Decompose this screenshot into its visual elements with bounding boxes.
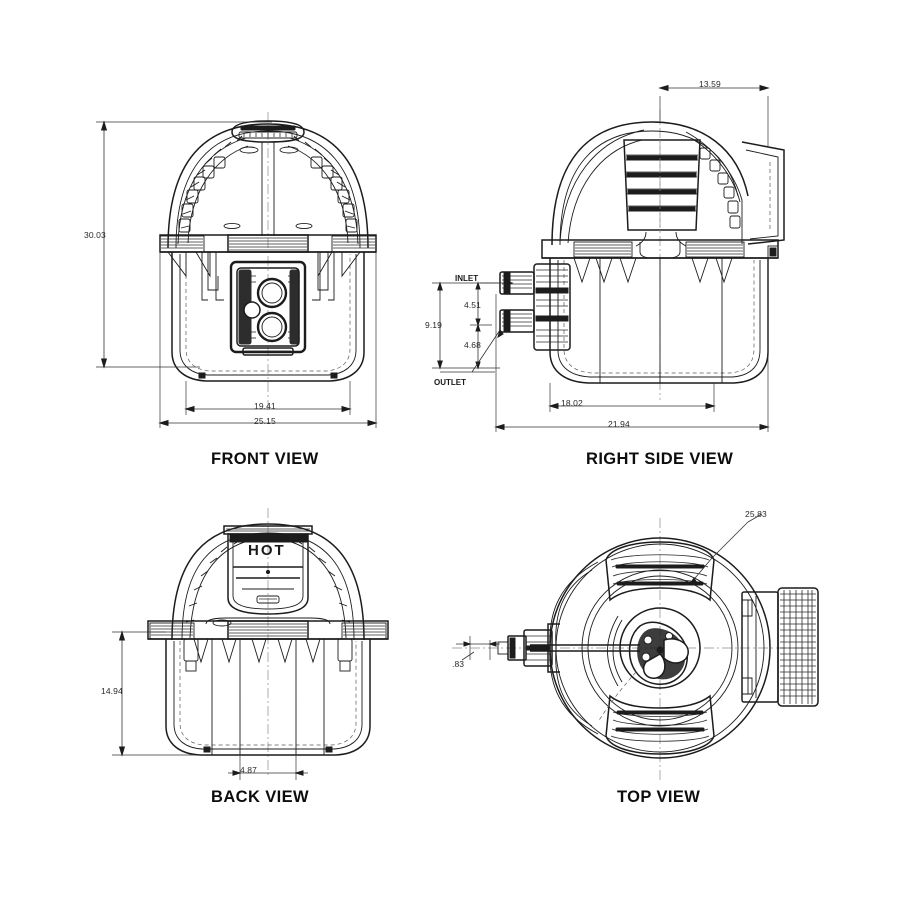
front-view-dimensions <box>96 120 378 428</box>
top-view-title: TOP VIEW <box>617 788 701 806</box>
right-overall-depth-dim: 21.94 <box>608 419 630 429</box>
inlet-label: INLET <box>455 274 479 283</box>
hot-label: HOT <box>248 542 286 559</box>
front-inner-width-dim: 19.41 <box>254 401 276 411</box>
outlet-label: OUTLET <box>434 378 466 387</box>
top-view-dimensions <box>456 513 763 661</box>
front-overall-height-dim: 30.03 <box>84 230 106 240</box>
front-overall-width-dim: 25.15 <box>254 416 276 426</box>
right-body-depth-dim: 18.02 <box>561 398 583 408</box>
back-center-width-dim: 4.87 <box>240 765 257 775</box>
right-inlet-offset-dim: 4.51 <box>464 300 481 310</box>
top-port-projection-dim: .83 <box>452 659 465 669</box>
right-port-height-dim: 9.19 <box>425 320 442 330</box>
right-outlet-offset-dim: 4.68 <box>464 340 481 350</box>
back-view-dimensions <box>112 630 308 780</box>
top-view-geometry <box>452 518 819 782</box>
back-view-title: BACK VIEW <box>211 788 310 806</box>
right-top-offset-dim: 13.59 <box>699 79 721 89</box>
front-view-title: FRONT VIEW <box>211 450 319 468</box>
right-side-view-dimensions <box>432 84 770 432</box>
right-side-view-title: RIGHT SIDE VIEW <box>586 450 734 468</box>
right-side-view-geometry <box>499 110 785 400</box>
back-body-height-dim: 14.94 <box>101 686 123 696</box>
top-overall-diameter-dim: 25.83 <box>745 509 767 519</box>
front-view-geometry <box>159 112 377 410</box>
